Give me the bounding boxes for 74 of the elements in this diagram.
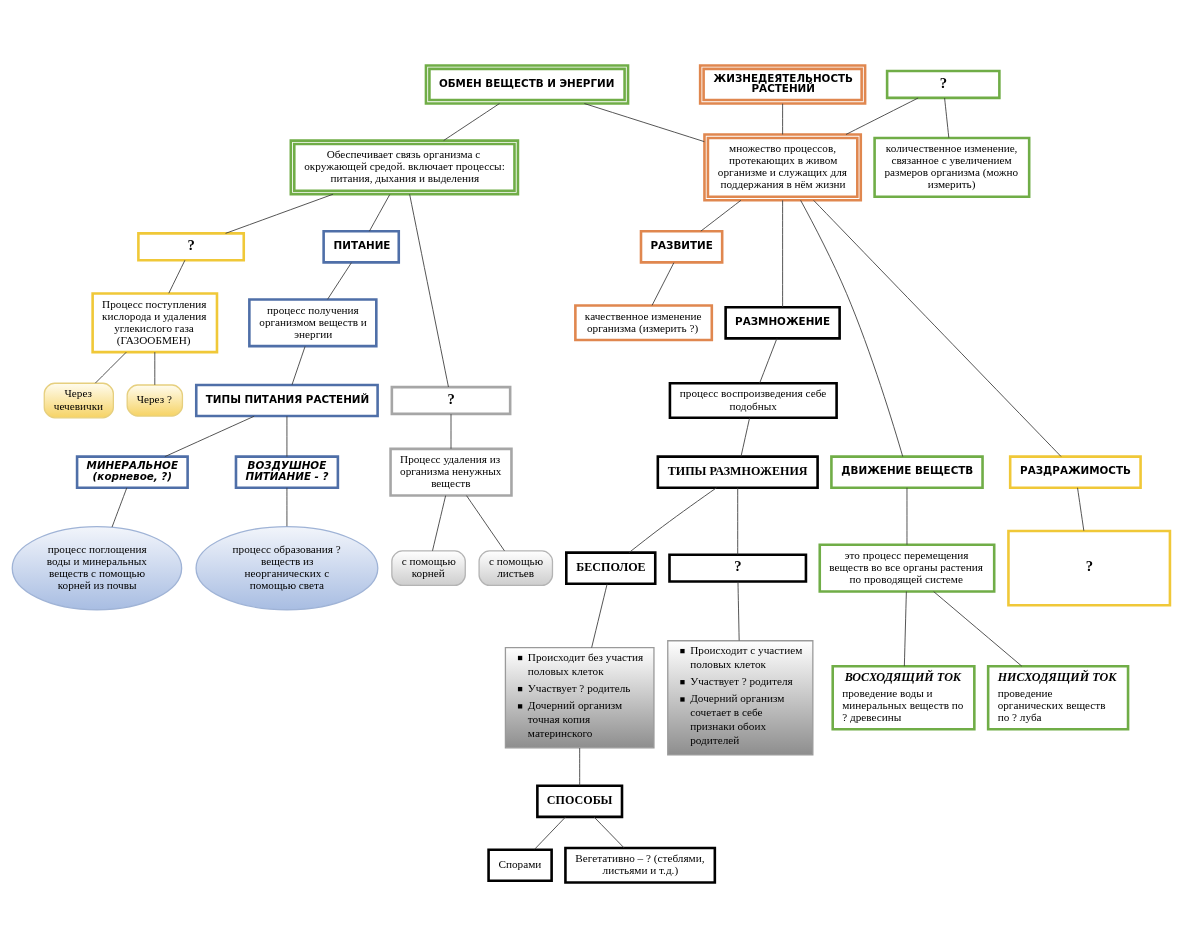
connector <box>651 261 675 306</box>
connector <box>933 590 1023 667</box>
node-box: качественное изменение организма (измерить ?) <box>574 303 714 341</box>
node-box: Через ? <box>126 383 184 417</box>
connector <box>154 351 156 385</box>
node-box: Происходит с участием половых клеток Участвует ? родителя Дочерний организм сочетает в себе признаки обоих родителей <box>667 639 814 755</box>
node-box: СПОСОБЫ <box>536 784 624 818</box>
node-box: процесс получения организмом веществ и энергии <box>248 297 378 347</box>
connector <box>286 415 288 457</box>
node-box: количественное изменение, связанное с увеличением размеров организма (можно измерить) <box>873 136 1031 198</box>
connector <box>450 413 452 449</box>
connector <box>737 486 739 555</box>
connector <box>432 494 447 551</box>
connector <box>368 193 391 232</box>
node-box: ? <box>668 552 808 583</box>
connector <box>782 102 784 135</box>
node-box: с помощью листьев <box>478 549 554 586</box>
node-ellipse: процесс поглощения воды и минеральных веществ с помощью корней из почвы <box>11 525 183 610</box>
connector <box>443 102 500 141</box>
connector <box>168 259 186 294</box>
connector <box>466 494 505 551</box>
connector <box>628 486 717 553</box>
connector <box>1077 486 1085 531</box>
node-box: РАЗМНОЖЕНИЕ <box>724 305 841 340</box>
node-box: с помощью корней <box>391 549 466 586</box>
connector <box>782 199 784 307</box>
node-box: Спорами <box>487 847 553 882</box>
connector <box>593 816 625 848</box>
node-box: ОБМЕН ВЕЩЕСТВ И ЭНЕРГИИ <box>424 63 630 105</box>
connector <box>291 345 306 385</box>
connector <box>700 199 742 232</box>
connector <box>906 486 908 545</box>
node-box: ? <box>885 69 1001 99</box>
connector <box>737 580 740 641</box>
connector <box>327 261 352 300</box>
node-box: ЖИЗНЕДЕЯТЕЛЬНОСТЬ РАСТЕНИЙ <box>698 63 867 105</box>
node-box: это процесс перемещения веществ во все органы растения по проводящей системе <box>818 543 996 593</box>
connector <box>591 583 608 648</box>
node-box: РАЗВИТИЕ <box>639 229 724 264</box>
node-box: ТИПЫ ПИТАНИЯ РАСТЕНИЙ <box>194 383 379 417</box>
connector <box>579 747 581 786</box>
node-box: ДВИЖЕНИЕ ВЕЩЕСТВ <box>830 454 984 489</box>
node-box: ВОСХОДЯЩИЙ ТОК проведение воды и минеральных веществ по ? древесины <box>831 664 976 731</box>
node-box: процесс воспроизведения себе подобных <box>668 381 838 419</box>
connector <box>903 590 907 667</box>
connector <box>583 102 705 142</box>
node-box: ТИПЫ РАЗМНОЖЕНИЯ <box>656 454 819 489</box>
node-box: Вегетативно – ? (стеблями, листьями и т.д.) <box>564 846 717 884</box>
connector <box>286 486 288 527</box>
node-box: Процесс удаления из организма ненужных веществ <box>389 447 513 497</box>
connector <box>111 486 128 527</box>
connector <box>225 193 334 234</box>
connector <box>759 337 778 384</box>
connector <box>813 199 1062 457</box>
connector <box>409 193 449 387</box>
connector <box>534 816 566 850</box>
connector <box>845 97 919 135</box>
node-box: НИСХОДЯЩИЙ ТОК проведение органических веществ по ? луба <box>986 664 1130 731</box>
node-box: ? <box>137 231 246 261</box>
node-box: Происходит без участия половых клеток Участвует ? родитель Дочерний организм точная копия материнского <box>504 646 655 748</box>
node-box: БЕСПОЛОЕ <box>565 550 657 585</box>
node-box: Через чечевички <box>43 382 114 418</box>
connector <box>740 417 750 457</box>
node-box: МИНЕРАЛЬНОЕ (корневое, ?) <box>75 454 189 489</box>
node-box: Процесс поступления кислорода и удаления углекислого газа (ГАЗООБМЕН) <box>91 291 219 353</box>
node-box: РАЗДРАЖИМОСТЬ <box>1008 454 1142 489</box>
connector <box>164 415 255 457</box>
node-box: ВОЗДУШНОЕ ПИТИАНИЕ - ? <box>234 454 340 489</box>
node-ellipse: процесс образования ? веществ из неорганических с помощью света <box>195 525 379 610</box>
node-box: ? <box>1007 529 1172 607</box>
connector <box>944 97 950 138</box>
connector <box>800 199 904 457</box>
node-box: ПИТАНИЕ <box>322 229 401 264</box>
node-box: ? <box>390 385 512 415</box>
